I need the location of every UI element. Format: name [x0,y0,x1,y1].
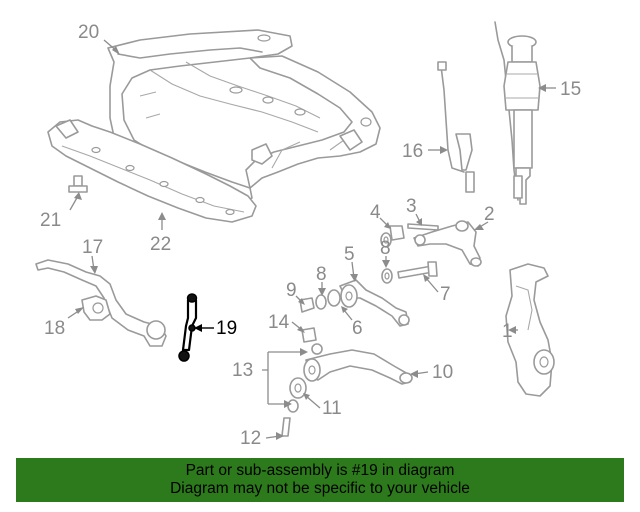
callout-20: 20 [78,22,99,43]
bolt-7[interactable] [397,261,438,279]
parts-diagram: 20 21 22 15 16 2 3 4 8 7 5 6 8 9 14 10 1… [35,21,581,449]
washer-8-mid[interactable] [315,294,327,310]
callout-13: 13 [232,360,253,381]
callout-1: 1 [502,321,513,342]
bolt-21[interactable] [68,175,88,193]
banner-line-1: Part or sub-assembly is #19 in diagram [185,462,455,479]
stabilizer-link[interactable] [178,293,198,362]
banner-line-2: Diagram may not be specific to your vehi… [170,480,470,497]
lower-link-arm[interactable] [327,279,410,327]
callout-9: 9 [286,280,297,301]
callout-16: 16 [402,141,423,162]
callout-21: 21 [40,210,61,231]
callout-10: 10 [432,362,453,383]
callout-5: 5 [344,244,355,265]
nut-14[interactable] [301,327,317,343]
callout-8-upper: 8 [380,238,391,259]
callout-18: 18 [44,318,65,339]
callout-2: 2 [484,204,495,225]
callout-19: 19 [216,318,237,339]
callout-17: 17 [82,237,103,258]
bolt-12[interactable] [281,417,291,437]
callout-11: 11 [322,398,342,419]
steering-knuckle[interactable] [505,263,555,397]
bolt-3[interactable] [407,223,439,231]
callout-4: 4 [370,202,381,223]
upper-control-arm[interactable] [413,220,482,267]
callout-labels: 20 21 22 15 16 2 3 4 8 7 5 6 8 9 14 10 1… [40,22,581,449]
leader-lines [67,39,556,440]
callout-3: 3 [406,196,417,217]
part-info-banner: Part or sub-assembly is #19 in diagram D… [16,458,624,502]
callout-14: 14 [268,312,290,333]
level-sensor[interactable] [437,61,475,193]
cross-brace[interactable] [47,119,257,223]
bushing-11[interactable] [287,377,307,413]
stabilizer-mount[interactable] [81,295,111,321]
air-strut[interactable] [494,21,541,205]
callout-6: 6 [352,318,363,339]
stabilizer-bar[interactable] [35,259,167,347]
callout-15: 15 [560,79,581,100]
lower-control-arm[interactable] [303,343,413,385]
callout-22: 22 [150,234,171,255]
callout-7: 7 [440,284,451,305]
callout-12: 12 [240,428,261,449]
callout-8-lower: 8 [316,264,327,285]
washer-8-lower[interactable] [381,268,393,284]
nut-4[interactable] [389,225,405,241]
washer-8-upper[interactable] [380,232,392,248]
